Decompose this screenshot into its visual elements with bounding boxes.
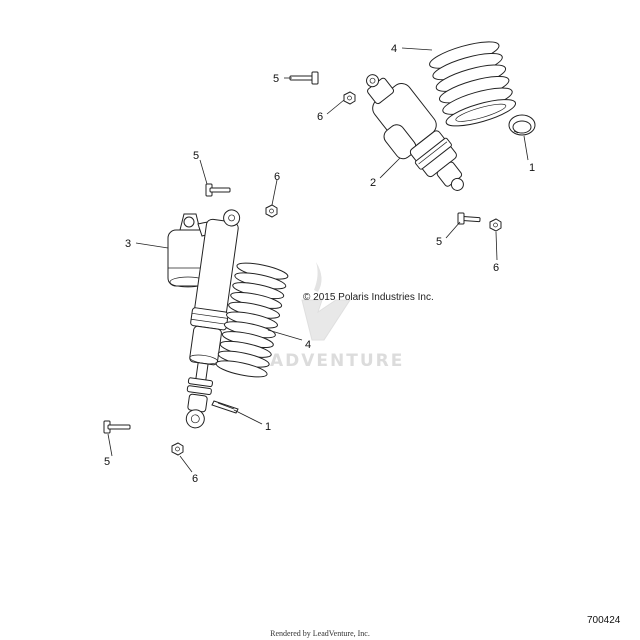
figure-number: 700424 <box>587 615 621 626</box>
callout-6-nut-right: 6 <box>493 262 499 274</box>
retaining-clip-lower <box>211 400 239 414</box>
footer-credit: Rendered by LeadVenture, Inc. <box>270 629 370 638</box>
retaining-ring-top <box>508 114 536 136</box>
callout-2-shock-top: 2 <box>370 177 376 189</box>
callout-4-spring-top: 4 <box>391 43 397 55</box>
callout-3-reservoir: 3 <box>125 238 131 250</box>
bolt-top-2 <box>205 183 231 197</box>
bolt-lower <box>103 420 131 434</box>
callout-6-nut-lower: 6 <box>192 473 198 485</box>
spring-left <box>215 262 289 378</box>
callout-5-bolt-upper-left: 5 <box>193 150 199 162</box>
nut-top-1 <box>343 91 356 105</box>
callout-1-ring-top: 1 <box>529 162 535 174</box>
bolt-right <box>457 212 481 225</box>
callout-1-clip-lower: 1 <box>265 421 271 433</box>
callout-5-bolt-right: 5 <box>436 236 442 248</box>
shock-absorber-left <box>185 209 241 429</box>
callout-5-bolt-top: 5 <box>273 73 279 85</box>
callout-4-spring-left: 4 <box>305 339 311 351</box>
callout-6-nut-top: 6 <box>317 111 323 123</box>
copyright-notice: © 2015 Polaris Industries Inc. <box>303 292 434 303</box>
watermark-text: ADVENTURE <box>270 351 404 371</box>
callout-6-nut-upper-left: 6 <box>274 171 280 183</box>
bolt-top-1 <box>289 71 319 85</box>
nut-top-2 <box>265 204 278 218</box>
shock-absorber-top <box>366 74 464 191</box>
nut-right <box>489 218 502 232</box>
nut-lower <box>171 442 184 456</box>
spring-top-right <box>429 41 517 127</box>
callout-5-bolt-lower: 5 <box>104 456 110 468</box>
leader-lines <box>107 47 529 473</box>
watermark-logo: ADVENTURE <box>270 262 404 371</box>
